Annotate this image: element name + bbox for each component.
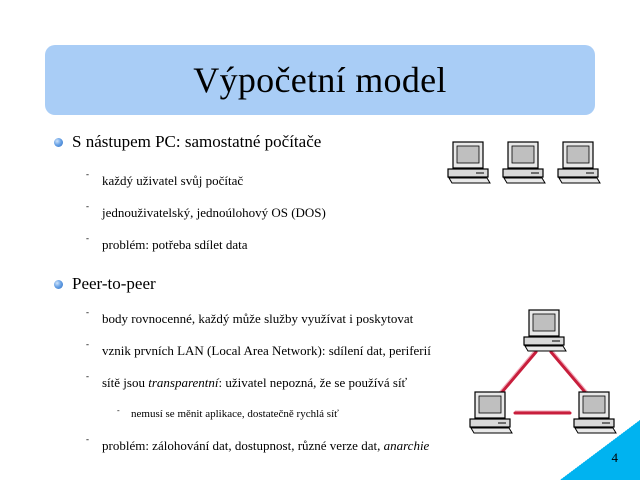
transparent-em: transparentní [148, 375, 219, 390]
bullet-icon [54, 280, 63, 289]
slide-title: Výpočetní model [193, 60, 447, 100]
section1-heading: S nástupem PC: samostatné počítače [72, 132, 322, 151]
last-em: anarchie [383, 438, 430, 453]
dash-icon: - [86, 201, 89, 211]
bullet-icon [54, 138, 63, 147]
dash-icon: - [86, 169, 89, 179]
section1-item-2: jednouživatelský, jednoúlohový OS (DOS) [102, 205, 326, 220]
section2-item-3: sítě jsou transparentní: uživatel nepozn… [102, 375, 407, 391]
dash-icon: - [86, 371, 89, 381]
computer-icon-peer-left [469, 391, 513, 434]
transparent-pre: sítě jsou [102, 375, 149, 390]
section2-item-4: problém: zálohování dat, dostupnost, růz… [102, 438, 429, 454]
section2-sub-item: nemusí se měnit aplikace, dostatečně ryc… [131, 408, 339, 420]
corner-decoration [560, 420, 640, 480]
section2-heading: Peer-to-peer [72, 274, 156, 293]
last-pre: problém: zálohování dat, dostupnost, růz… [102, 438, 384, 453]
page-number: 4 [611, 450, 619, 465]
computer-icon-peer-top [523, 309, 567, 352]
computer-icon-1 [447, 141, 491, 184]
title-banner: Výpočetní model [45, 45, 595, 115]
computer-icon-2 [502, 141, 546, 184]
dash-icon: - [86, 233, 89, 243]
dash-icon: - [86, 434, 89, 444]
transparent-post: : uživatel nepozná, že se používá síť [218, 375, 408, 390]
dash-icon: - [117, 406, 120, 415]
dash-icon: - [86, 307, 89, 317]
dash-icon: - [86, 339, 89, 349]
section1-item-1: každý uživatel svůj počítač [102, 173, 244, 188]
section2-item-1: body rovnocenné, každý může služby využí… [102, 311, 414, 326]
computer-icon-3 [557, 141, 601, 184]
section2-item-2: vznik prvních LAN (Local Area Network): … [102, 343, 431, 358]
section1-item-3: problém: potřeba sdílet data [102, 237, 248, 252]
